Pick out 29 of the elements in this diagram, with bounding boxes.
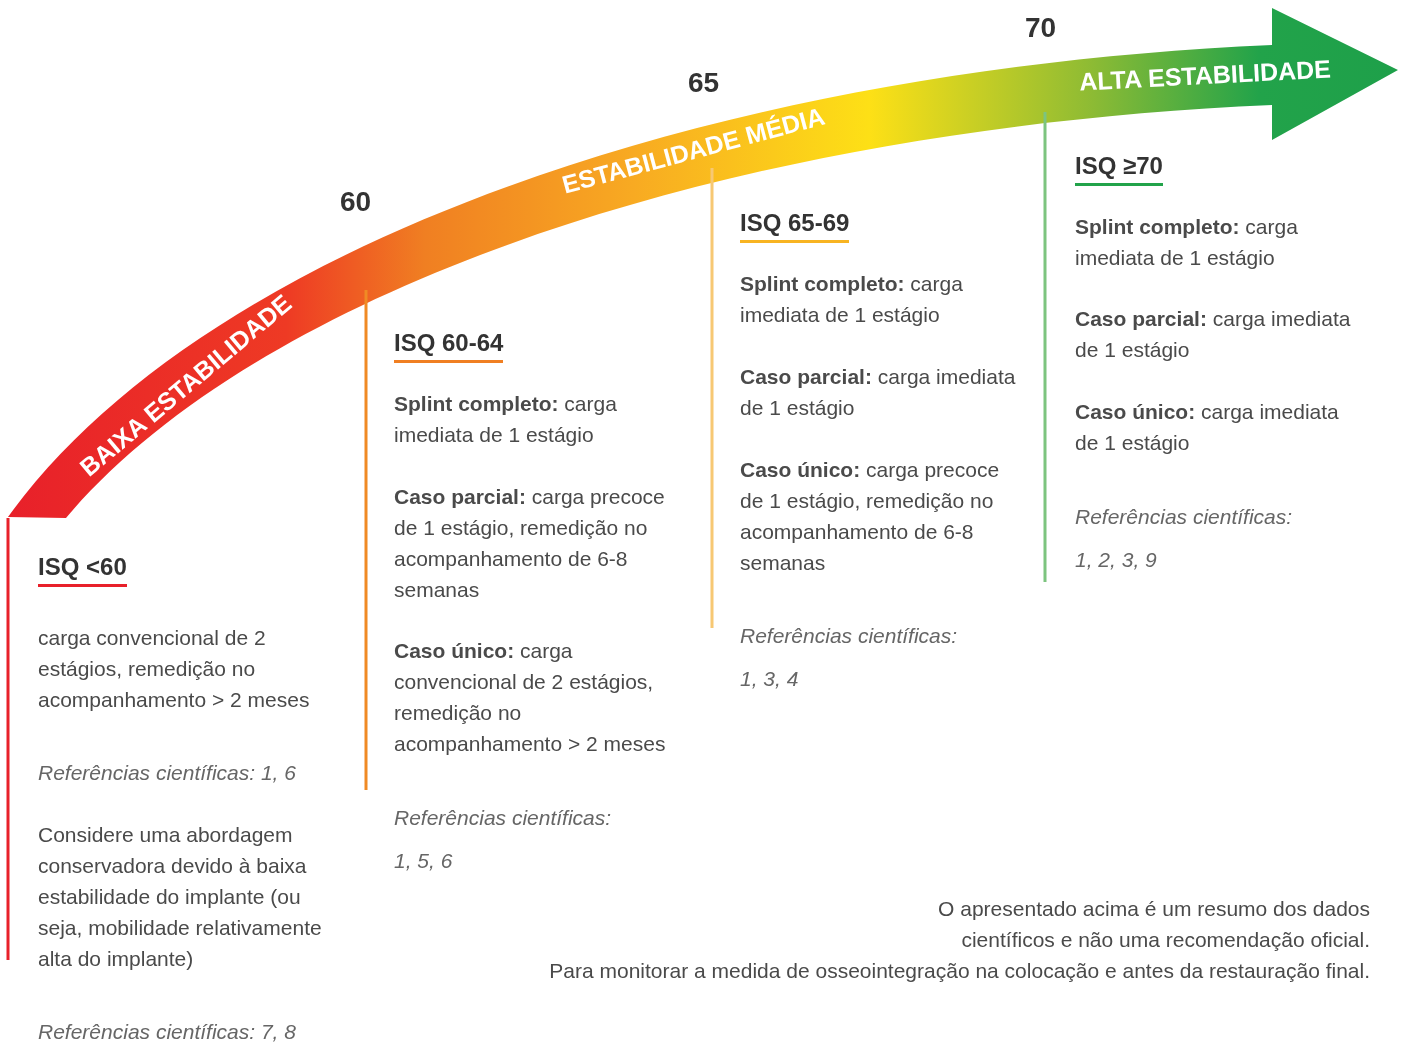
reference-text: Referências científicas: (1075, 504, 1294, 530)
description-text: carga convencional de 2 estágios, remedição no acompanhamento > 2 meses (38, 625, 311, 713)
scale-number: 70 (1025, 12, 1057, 44)
section-heading: ISQ 60-64 (394, 328, 504, 363)
reference-text: Referências científicas: (394, 805, 613, 831)
description-text: Caso parcial: carga imediata de 1 estágio (740, 364, 1017, 421)
footnote-text: O apresentado acima é um resumo dos dados científicos e não uma recomendação oficial. (937, 896, 1370, 953)
band-label: ALTA ESTABILIDADE (1078, 53, 1332, 97)
section-heading: ISQ <60 (38, 552, 127, 587)
scale-number: 65 (688, 67, 720, 99)
description-text: Caso único: carga precoce de 1 estágio, remedição no acompanhamento de 6-8 semanas (740, 457, 1001, 576)
description-text: Caso único: carga convencional de 2 estágios, remedição no acompanhamento > 2 meses (394, 638, 667, 757)
reference-text: 1, 5, 6 (394, 848, 454, 874)
reference-text: Referências científicas: (740, 623, 959, 649)
scale-number: 60 (340, 186, 372, 218)
description-text: Splint completo: carga imediata de 1 estágio (740, 271, 964, 328)
section-heading: ISQ 65-69 (740, 208, 850, 243)
reference-text: 1, 2, 3, 9 (1075, 547, 1158, 573)
description-text: Caso único: carga imediata de 1 estágio (1075, 399, 1340, 456)
section-heading: ISQ ≥70 (1075, 151, 1163, 186)
description-text: Caso parcial: carga precoce de 1 estágio, remedição no acompanhamento de 6-8 semanas (394, 484, 666, 603)
reference-text: 1, 3, 4 (740, 666, 800, 692)
description-text: Splint completo: carga imediata de 1 estágio (394, 391, 618, 448)
description-text: Considere uma abordagem conservadora devido à baixa estabilidade do implante (ou seja, mobilidade relativamente alta do implante) (38, 822, 323, 972)
reference-text: Referências científicas: 7, 8 (38, 1019, 297, 1042)
description-text: Splint completo: carga imediata de 1 estágio (1075, 214, 1299, 271)
footnote-text: Para monitorar a medida de osseointegração na colocação e antes da restauração final. (548, 958, 1370, 984)
description-text: Caso parcial: carga imediata de 1 estágio (1075, 306, 1352, 363)
reference-text: Referências científicas: 1, 6 (38, 760, 297, 786)
